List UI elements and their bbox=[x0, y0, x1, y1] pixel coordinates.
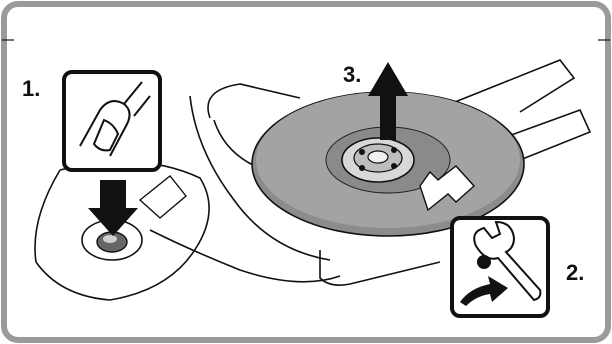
inset-wrench bbox=[452, 218, 548, 316]
step-1-label: 1. bbox=[22, 78, 40, 100]
step-2-label: 2. bbox=[566, 262, 584, 284]
inset-press-finger bbox=[64, 72, 160, 170]
step-3-label: 3. bbox=[343, 64, 361, 86]
